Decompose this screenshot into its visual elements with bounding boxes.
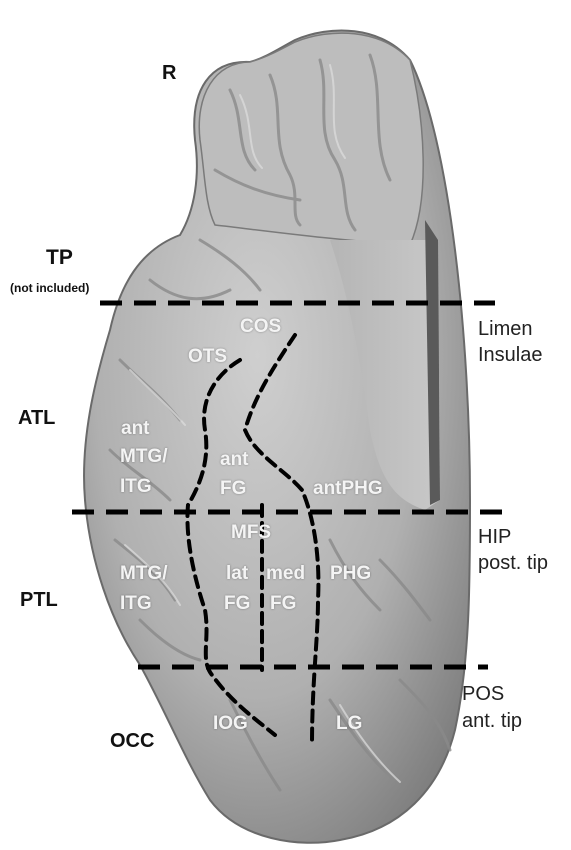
label-pos-line2: ant. tip [462,710,522,733]
label-cos: COS [240,316,281,338]
label-ant-mtg-line1: ant [121,418,150,440]
label-ptl: PTL [20,589,58,612]
label-med-fg-line1: med [266,563,305,585]
label-limen-line1: Limen [478,318,532,341]
label-mtg-line1: MTG/ [120,563,168,585]
label-atl: ATL [18,407,55,430]
label-ant-fg-line2: FG [220,478,246,500]
label-pos-line1: POS [462,683,504,706]
label-antphg: antPHG [313,478,383,500]
label-hip-line1: HIP [478,526,511,549]
label-ots: OTS [188,346,227,368]
label-med-fg-line2: FG [270,593,296,615]
label-mtg-line2: ITG [120,593,152,615]
label-right-hemisphere: R [162,62,176,85]
label-hip-line2: post. tip [478,552,548,575]
label-tp-note: (not included) [10,282,89,296]
label-limen-line2: Insulae [478,344,543,367]
label-lat-fg-line1: lat [226,563,248,585]
label-lat-fg-line2: FG [224,593,250,615]
label-lg: LG [336,713,362,735]
label-ant-mtg-line2: MTG/ [120,446,168,468]
label-phg: PHG [330,563,371,585]
label-ant-mtg-line3: ITG [120,476,152,498]
frontal-lobe [199,33,423,245]
label-tp: TP [46,246,73,270]
label-iog: IOG [213,713,248,735]
label-occ: OCC [110,730,154,753]
label-ant-fg-line1: ant [220,449,249,471]
label-mfs: MFS [231,522,271,544]
